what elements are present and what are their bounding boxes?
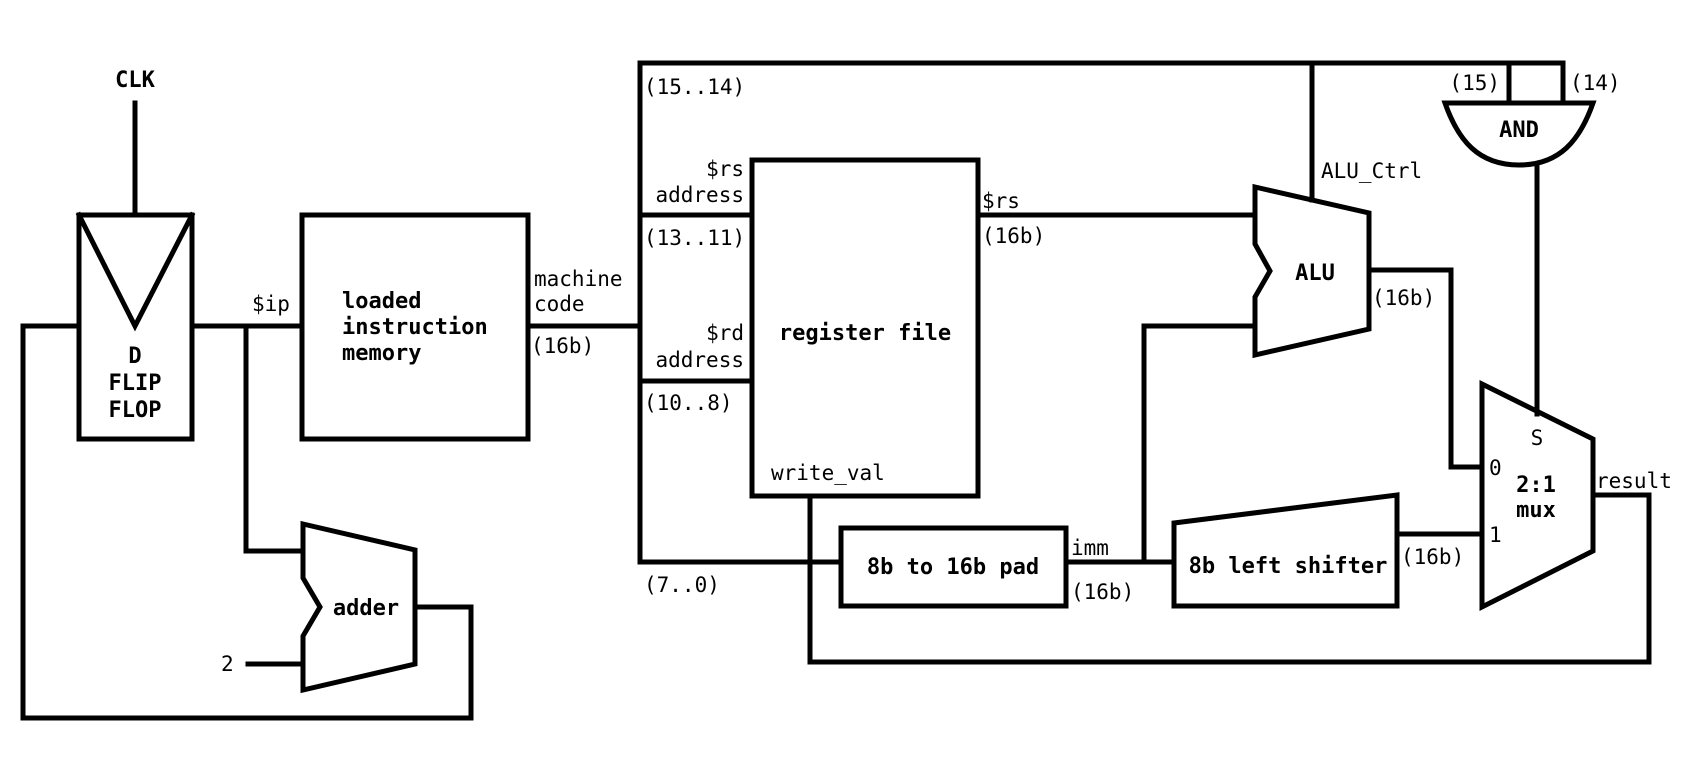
left-shifter-shape <box>1171 492 1400 609</box>
dff-label-line2: FLIP <box>109 371 162 396</box>
register-file-box <box>749 157 981 499</box>
imem-label-line3: memory <box>342 341 421 366</box>
ip-label: $ip <box>252 292 290 316</box>
bit15-label: (15) <box>1449 71 1500 95</box>
imem-width-label: (16b) <box>531 334 594 358</box>
rs-width-label: (16b) <box>982 224 1045 248</box>
alu-label: ALU <box>1295 261 1335 286</box>
mux-label-line1: 2:1 <box>1516 473 1556 498</box>
const-two-label: 2 <box>221 652 234 676</box>
mux-label-line2: mux <box>1516 498 1556 523</box>
rs-address-label-line1: $rs <box>706 157 744 181</box>
wires <box>20 60 1652 721</box>
imm-label: imm <box>1071 536 1109 560</box>
shifter-width-label: (16b) <box>1401 545 1464 569</box>
imem-label-line1: loaded <box>342 289 421 314</box>
mux-input1-label: 1 <box>1489 523 1502 547</box>
bits-7-0-label: (7..0) <box>644 573 720 597</box>
bit14-label: (14) <box>1570 71 1621 95</box>
adder-label: adder <box>333 596 399 621</box>
rs-out-label: $rs <box>982 189 1020 213</box>
write-val-label: write_val <box>771 461 885 485</box>
bits-15-14-label: (15..14) <box>644 75 745 99</box>
bits-13-11-label: (13..11) <box>644 226 745 250</box>
regfile-label: register file <box>779 321 951 346</box>
and-gate-label: AND <box>1499 118 1539 143</box>
rs-address-label-line2: address <box>655 183 744 207</box>
rd-address-label-line1: $rd <box>706 321 744 345</box>
alu-width-label: (16b) <box>1372 286 1435 310</box>
mux-select-label: S <box>1531 426 1544 450</box>
alu-ctrl-label: ALU_Ctrl <box>1321 159 1422 183</box>
result-label: result <box>1596 469 1672 493</box>
machine-code-label-line2: code <box>534 292 585 316</box>
and-gate-shape <box>1441 100 1597 168</box>
pad-width-label: (16b) <box>1071 580 1134 604</box>
clk-label: CLK <box>115 68 155 93</box>
rd-address-label-line2: address <box>655 348 744 372</box>
pad-box <box>838 525 1069 609</box>
mux-input0-label: 0 <box>1489 456 1502 480</box>
dff-label-line1: D <box>128 344 141 369</box>
dff-label-line3: FLOP <box>109 398 162 423</box>
imem-label-line2: instruction <box>342 315 488 340</box>
bits-10-8-label: (10..8) <box>644 391 733 415</box>
shifter-label: 8b left shifter <box>1189 554 1388 579</box>
pad-label: 8b to 16b pad <box>867 555 1039 580</box>
machine-code-label-line1: machine <box>534 267 623 291</box>
